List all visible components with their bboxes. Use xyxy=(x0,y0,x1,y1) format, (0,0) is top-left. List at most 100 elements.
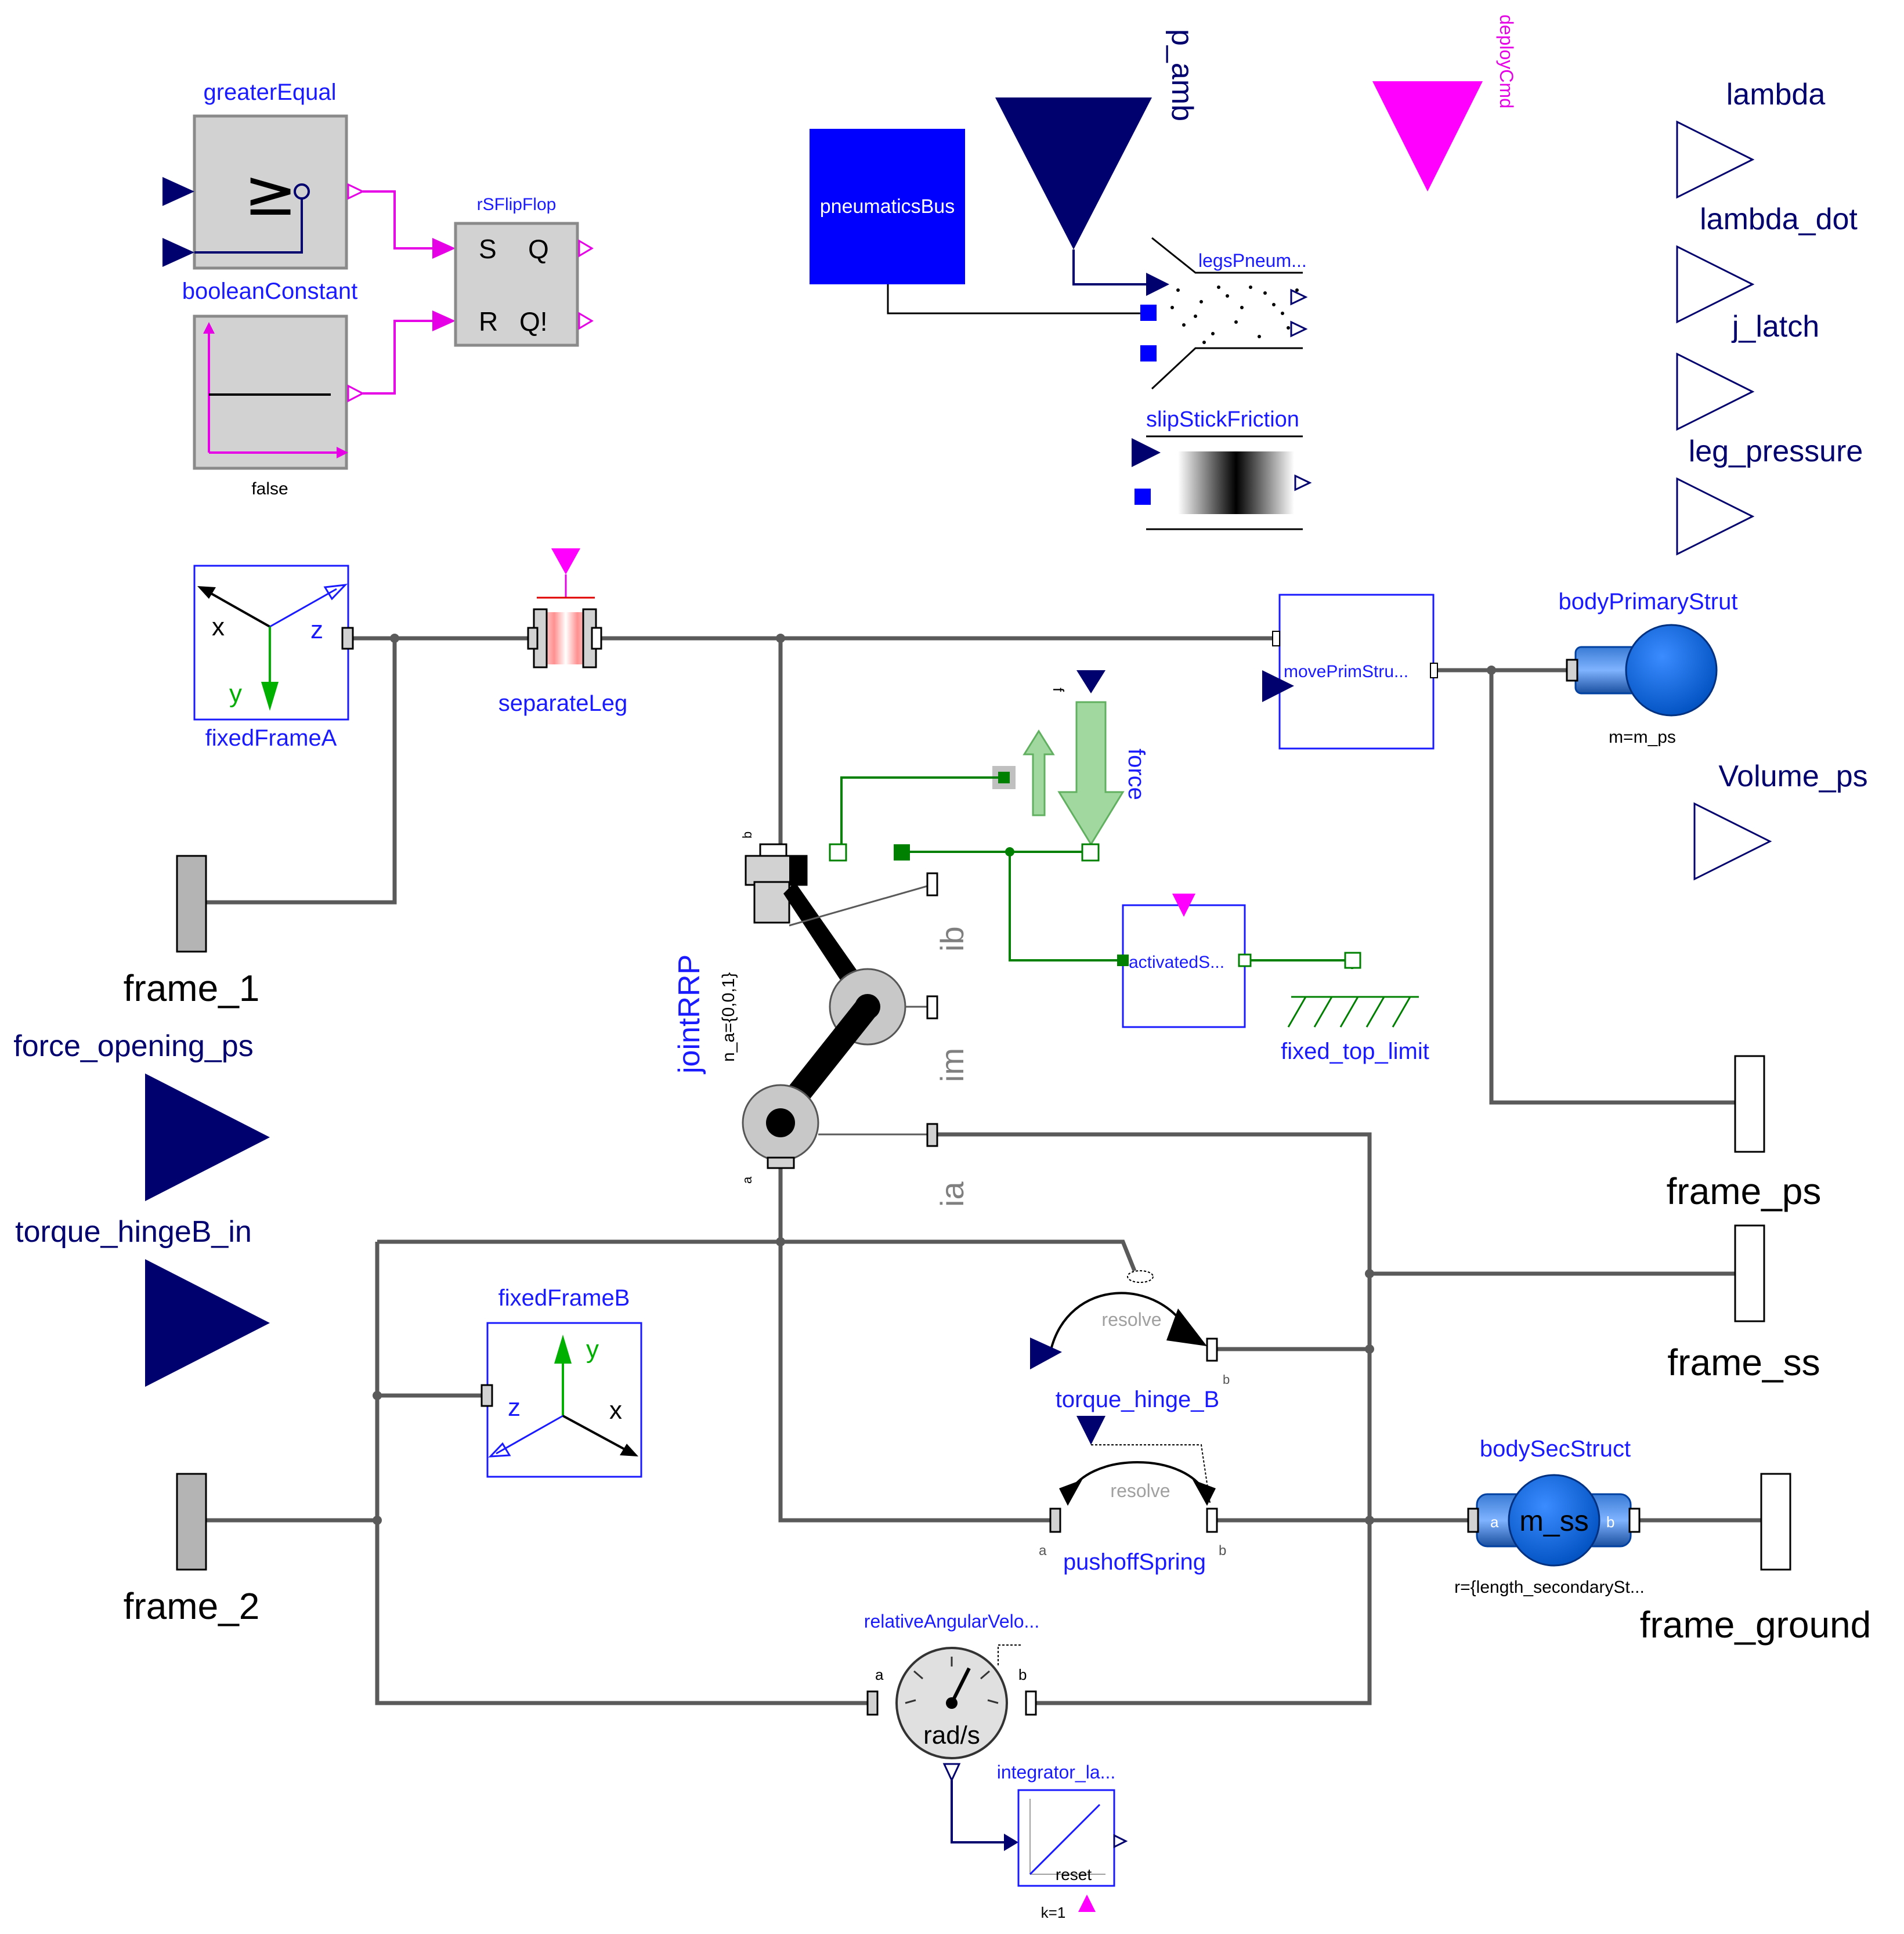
move-prim-stru-input-port[interactable] xyxy=(1262,670,1294,702)
slip-stick-friction-block[interactable]: slipStickFriction xyxy=(1132,407,1312,530)
joint-rrp-im-port[interactable] xyxy=(926,995,938,1020)
pushoff-spring-port-b[interactable] xyxy=(1206,1508,1218,1533)
joint-rrp-ia-port[interactable] xyxy=(926,1123,938,1147)
frame-ground-port[interactable]: frame_ground xyxy=(1640,1473,1871,1646)
integrator-reset-port[interactable] xyxy=(1078,1895,1096,1912)
activated-s-label: activatedS... xyxy=(1129,953,1224,972)
frame-ss-port[interactable]: frame_ss xyxy=(1667,1224,1820,1383)
deploy-cmd-input[interactable]: deployCmd xyxy=(1372,15,1517,191)
greater-equal-output-port[interactable] xyxy=(347,183,365,200)
pushoff-spring-port-a[interactable] xyxy=(1049,1508,1061,1533)
pneumatics-bus-block[interactable]: pneumaticsBus xyxy=(810,129,1152,314)
relative-angular-velocity-port-a[interactable] xyxy=(866,1690,879,1716)
force-block[interactable]: f force xyxy=(992,670,1149,862)
joint-rrp-a-label: a xyxy=(740,1176,754,1184)
relative-angular-velocity-block[interactable]: relativeAngularVelo... rad/s a b xyxy=(864,1611,1039,1851)
legs-pneum-block[interactable]: legsPneum... xyxy=(1140,237,1308,390)
greater-equal-block[interactable]: greaterEqual ≥ xyxy=(162,79,365,270)
slip-stick-friction-port[interactable] xyxy=(1135,489,1151,505)
activated-s-block[interactable]: activatedS... xyxy=(1117,894,1252,1028)
relative-angular-velocity-a-label: a xyxy=(875,1666,884,1683)
fixed-frame-a-port[interactable] xyxy=(341,627,354,650)
force-opening-ps-label: force_opening_ps xyxy=(13,1029,253,1063)
greater-equal-input1-port[interactable] xyxy=(162,177,194,206)
fixed-frame-a-block[interactable]: x z y fixedFrameA xyxy=(193,565,354,751)
output-leg-pressure[interactable]: leg_pressure xyxy=(1676,435,1863,556)
boolean-constant-block[interactable]: booleanConstant false xyxy=(182,279,365,498)
joint-rrp-block[interactable]: b a jointRRP n_a={0,0,1} ib im ia xyxy=(673,832,970,1207)
torque-hinge-b-block[interactable]: resolve b torque_hinge_B xyxy=(1030,1270,1230,1412)
frame-1-port[interactable]: frame_1 xyxy=(124,855,260,1009)
torque-hinge-b-in-input[interactable]: torque_hingeB_in xyxy=(15,1215,270,1387)
frame-2-port[interactable]: frame_2 xyxy=(124,1473,260,1627)
body-sec-struct-port-b[interactable] xyxy=(1628,1508,1641,1533)
force-opening-ps-triangle-icon xyxy=(145,1073,270,1201)
separate-leg-block[interactable]: separateLeg xyxy=(498,548,627,716)
integrator-output-port[interactable] xyxy=(1113,1834,1128,1849)
frame-ps-port[interactable]: frame_ps xyxy=(1667,1055,1822,1212)
integrator-param: k=1 xyxy=(1041,1904,1066,1921)
force-opening-ps-input[interactable]: force_opening_ps xyxy=(13,1029,270,1201)
pushoff-spring-input-port[interactable] xyxy=(1076,1416,1105,1445)
move-prim-stru-port-b[interactable] xyxy=(1430,663,1438,678)
body-primary-strut-block[interactable]: bodyPrimaryStrut m=m_ps xyxy=(1559,589,1738,747)
separate-leg-label: separateLeg xyxy=(498,691,627,716)
leg-pressure-output-icon xyxy=(1676,477,1755,556)
junction-dots xyxy=(373,634,1496,1525)
fixed-frame-b-block[interactable]: fixedFrameB y z x xyxy=(480,1285,642,1478)
body-sec-struct-param: r={length_secondarySt... xyxy=(1454,1578,1645,1597)
joint-rrp-ib-port[interactable] xyxy=(926,872,938,896)
activated-s-port-a[interactable] xyxy=(1117,955,1129,966)
p-amb-label: p_amb xyxy=(1165,29,1199,121)
output-lambda[interactable]: lambda xyxy=(1676,78,1825,199)
joint-rrp-support-port[interactable] xyxy=(829,843,847,862)
body-sec-struct-port-a[interactable] xyxy=(1467,1508,1479,1533)
torque-hinge-b-label: torque_hinge_B xyxy=(1056,1387,1219,1412)
slip-stick-friction-input-port[interactable] xyxy=(1132,438,1161,467)
body-sec-struct-block[interactable]: bodySecStruct m_ss a b r={length_seconda… xyxy=(1454,1436,1645,1597)
deploy-cmd-label: deployCmd xyxy=(1496,15,1517,109)
volume-ps-output-icon xyxy=(1693,802,1772,881)
rs-flipflop-q-port[interactable] xyxy=(578,239,594,258)
activated-s-port-b[interactable] xyxy=(1238,953,1252,967)
move-prim-stru-port-a[interactable] xyxy=(1272,631,1280,646)
rs-flipflop-qn-port[interactable] xyxy=(578,312,594,330)
pushoff-spring-a-label: a xyxy=(1039,1543,1047,1559)
p-amb-input[interactable]: p_amb xyxy=(995,29,1199,285)
integrator-label: integrator_la... xyxy=(997,1762,1116,1783)
output-j-latch[interactable]: j_latch xyxy=(1676,310,1819,431)
joint-rrp-axis-port[interactable] xyxy=(894,844,910,861)
force-port-b[interactable] xyxy=(1081,843,1100,862)
separate-leg-port-b[interactable] xyxy=(591,627,602,650)
output-volume-ps[interactable]: Volume_ps xyxy=(1693,760,1868,881)
torque-hinge-b-input-port[interactable] xyxy=(1030,1337,1062,1369)
greater-equal-input2-port[interactable] xyxy=(162,238,194,267)
body-sec-struct-mass: m_ss xyxy=(1519,1505,1588,1537)
legs-pneum-port2[interactable] xyxy=(1140,345,1157,362)
torque-hinge-b-port-b[interactable] xyxy=(1206,1337,1218,1362)
integrator-block[interactable]: integrator_la... reset k=1 xyxy=(997,1762,1128,1921)
boolean-constant-output-port[interactable] xyxy=(347,384,365,403)
move-prim-stru-block[interactable]: movePrimStru... xyxy=(1262,594,1438,750)
force-input-port[interactable] xyxy=(1076,670,1105,693)
rs-flipflop-s-port[interactable] xyxy=(432,238,456,259)
output-lambda-dot[interactable]: lambda_dot xyxy=(1676,203,1858,324)
separate-leg-port-a[interactable] xyxy=(527,627,539,650)
rs-flipflop-r-port[interactable] xyxy=(432,310,456,331)
pushoff-spring-block[interactable]: resolve a b pushoffSpring xyxy=(1039,1416,1226,1575)
joint-ia-label: ia xyxy=(934,1181,970,1207)
fixed-top-limit-block[interactable]: fixed_top_limit xyxy=(1281,952,1429,1064)
body-primary-strut-port[interactable] xyxy=(1566,659,1578,682)
fixed-frame-a-x: x xyxy=(212,613,225,641)
rs-flipflop-q-text: Q xyxy=(528,234,549,264)
frame-1-label: frame_1 xyxy=(124,967,260,1009)
relative-angular-velocity-port-b[interactable] xyxy=(1025,1690,1037,1716)
frame-ss-label: frame_ss xyxy=(1667,1342,1820,1383)
rs-flipflop-block[interactable]: rSFlipFlop S Q R Q! xyxy=(363,190,594,395)
deploy-cmd-triangle-icon xyxy=(1372,81,1483,191)
joint-rrp-label: jointRRP xyxy=(673,955,706,1075)
fixed-frame-a-y: y xyxy=(229,679,242,708)
fixed-frame-b-port[interactable] xyxy=(480,1384,493,1407)
force-label: force xyxy=(1123,749,1149,800)
legs-pneum-port1[interactable] xyxy=(1140,305,1157,321)
